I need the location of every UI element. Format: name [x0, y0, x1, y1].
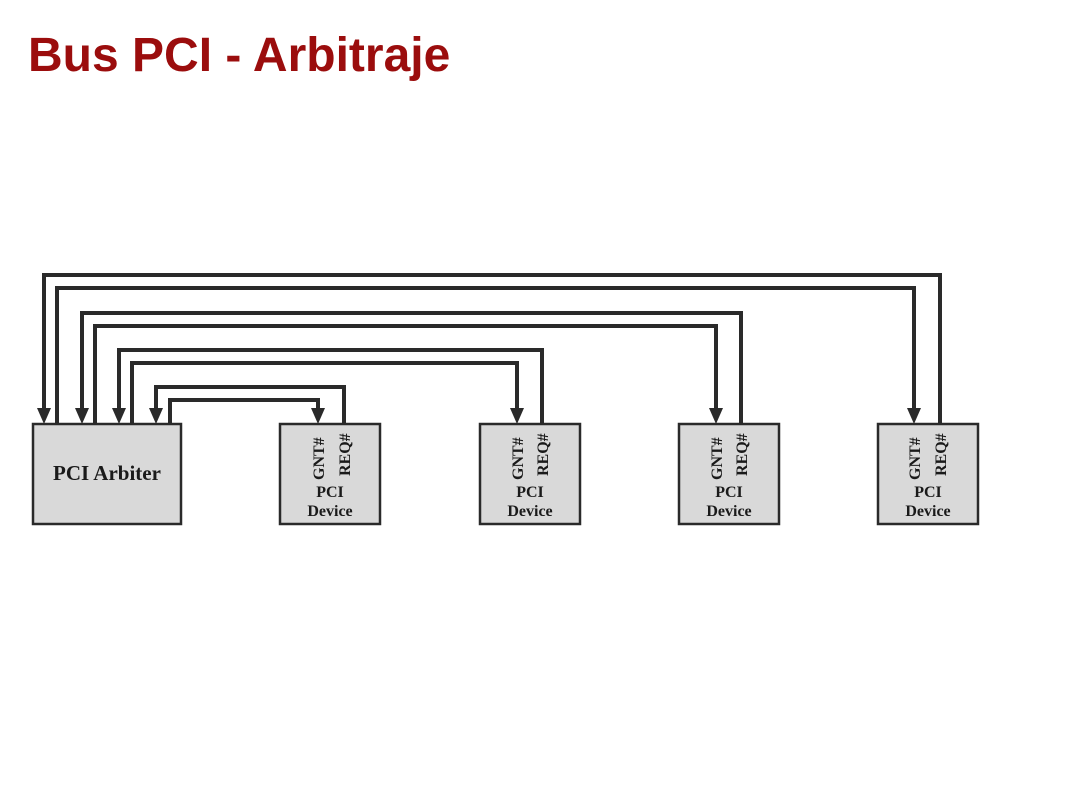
- gnt-pin-label: GNT#: [311, 437, 328, 480]
- req-pin-label: REQ#: [337, 433, 354, 476]
- req-pin-label: REQ#: [734, 433, 751, 476]
- req-arrow-1: [149, 408, 163, 424]
- device-label-line2: Device: [706, 503, 751, 520]
- req-wire-3: [80, 311, 743, 424]
- pci-device-box-1: GNT# REQ# PCI Device: [278, 422, 382, 526]
- gnt-arrow-1: [311, 408, 325, 424]
- gnt-arrow-2: [510, 408, 524, 424]
- device-label-line2: Device: [307, 503, 352, 520]
- device-label-line1: PCI: [516, 484, 544, 501]
- component-boxes: PCI Arbiter GNT# REQ# PCI Device GNT# REQ# PCI D…: [31, 422, 980, 526]
- gnt-pin-label: GNT#: [709, 437, 726, 480]
- signal-wires: [37, 273, 942, 424]
- gnt-wire-1: [168, 398, 320, 424]
- arbiter-label: PCI Arbiter: [53, 461, 161, 485]
- req-pin-label: REQ#: [535, 433, 552, 476]
- req-wire-2: [117, 348, 544, 424]
- req-wire-1: [154, 385, 346, 424]
- gnt-wire-3: [93, 324, 718, 424]
- pci-device-box-3: GNT# REQ# PCI Device: [677, 422, 781, 526]
- pci-device-box-4: GNT# REQ# PCI Device: [876, 422, 980, 526]
- req-arrow-3: [75, 408, 89, 424]
- pci-device-box-2: GNT# REQ# PCI Device: [478, 422, 582, 526]
- gnt-pin-label: GNT#: [907, 437, 924, 480]
- req-arrow-2: [112, 408, 126, 424]
- gnt-arrow-3: [709, 408, 723, 424]
- slide-title: Bus PCI - Arbitraje: [28, 29, 451, 82]
- device-label-line1: PCI: [316, 484, 344, 501]
- req-arrow-4: [37, 408, 51, 424]
- req-pin-label: REQ#: [933, 433, 950, 476]
- req-wire-4: [42, 273, 942, 424]
- gnt-pin-label: GNT#: [510, 437, 527, 480]
- gnt-wire-4: [55, 286, 916, 424]
- device-label-line1: PCI: [715, 484, 743, 501]
- gnt-wire-2: [130, 361, 519, 424]
- pci-arbiter-box: PCI Arbiter: [31, 422, 183, 526]
- device-label-line2: Device: [905, 503, 950, 520]
- gnt-arrow-4: [907, 408, 921, 424]
- device-label-line1: PCI: [914, 484, 942, 501]
- device-label-line2: Device: [507, 503, 552, 520]
